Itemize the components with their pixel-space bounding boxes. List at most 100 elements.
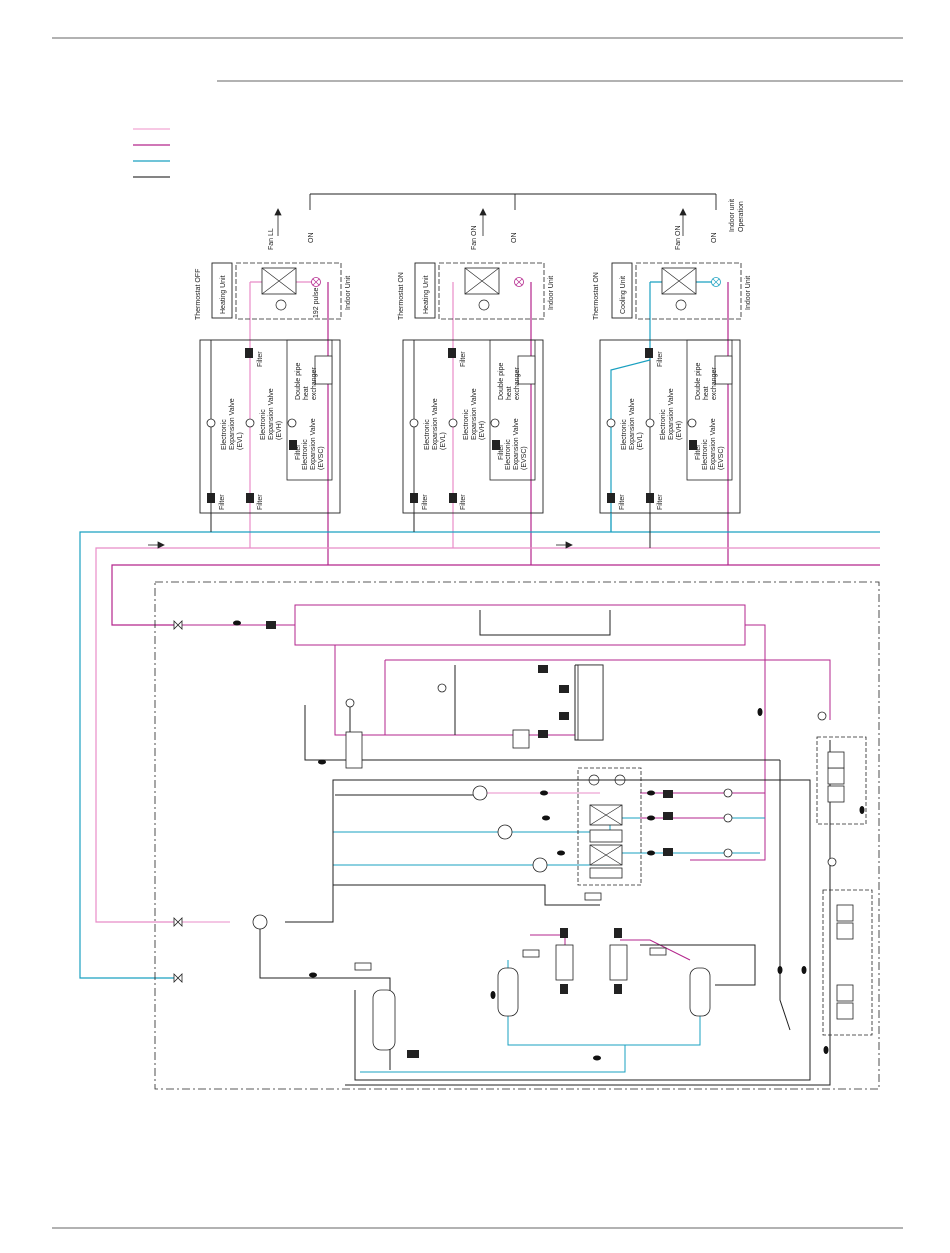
stop-valve-icon <box>173 917 183 927</box>
coil-unit-label: Heating Unit <box>423 275 430 314</box>
indoor-unit-label: Indoor Unit <box>345 276 352 310</box>
operation-label: ON <box>511 233 518 244</box>
evh-valve-icon <box>448 418 458 428</box>
thermostat-label: Thermostat ON <box>593 272 600 320</box>
outdoor-expansion-valves <box>345 683 837 867</box>
dphx-label: heat <box>506 386 513 400</box>
pulse-label: 192 pulse <box>313 288 320 318</box>
dphx-label: Double pipe <box>295 363 302 400</box>
fan-label: Fan ON <box>471 225 478 250</box>
indoor-unit-label: Indoor Unit <box>548 276 555 310</box>
filter-label: Filter <box>460 351 467 367</box>
four-way-valve-icon <box>472 785 488 801</box>
bs-box <box>199 339 341 514</box>
evh-label: (EVH) <box>276 421 283 440</box>
double-pipe-hx-icon <box>517 355 536 385</box>
double-pipe-hx-icon <box>714 355 733 385</box>
filter-label: Filter <box>695 444 702 460</box>
filter-icon <box>448 348 456 358</box>
evl-label: Expansion Valve <box>432 398 439 450</box>
filter-icon <box>410 493 418 503</box>
evsc-valve-icon <box>287 418 297 428</box>
hx-unit <box>577 664 604 741</box>
pressure-sensors <box>354 892 667 971</box>
operation-label-line-2: Operation <box>738 201 745 232</box>
flow-arrows <box>148 541 573 549</box>
operation-label: ON <box>308 233 315 244</box>
indoor-unit-box <box>235 262 342 320</box>
outdoor-unit-boundary <box>154 581 880 1090</box>
small-vessel <box>512 729 530 749</box>
filter-icon <box>645 348 653 358</box>
evl-label: (EVL) <box>237 432 244 450</box>
aux-boxes <box>816 736 873 1036</box>
filter-label: Filter <box>460 494 467 510</box>
filter-icon <box>245 348 253 358</box>
legend <box>133 128 170 178</box>
operation-bus <box>309 193 717 210</box>
expansion-valve-icon <box>723 848 733 858</box>
expansion-valve-icon <box>345 698 355 708</box>
dphx-label: exchanger <box>514 367 521 400</box>
thermostat-label: Thermostat ON <box>398 272 405 320</box>
mode-box <box>414 262 436 319</box>
evl-label: Electronic <box>424 419 431 450</box>
oil-separator-2 <box>609 944 628 981</box>
outdoor-fan-icon <box>614 774 626 786</box>
expansion-valve-icon <box>437 683 447 693</box>
dphx-label: heat <box>303 386 310 400</box>
outdoor-filters <box>266 621 673 1058</box>
filter-icon <box>289 440 297 450</box>
evsc-label: Expansion Valve <box>310 418 317 470</box>
stop-valve-icon <box>173 620 183 630</box>
fan-label: Fan LL <box>268 228 275 250</box>
four-way-valves <box>252 785 548 930</box>
evsc-label: Expansion Valve <box>513 418 520 470</box>
evsc-label: Expansion Valve <box>710 418 717 470</box>
evl-label: Expansion Valve <box>629 398 636 450</box>
filter-label: Filter <box>619 494 626 510</box>
evh-valve-icon <box>645 418 655 428</box>
evsc-label: Electronic <box>302 439 309 470</box>
liquid-receiver <box>345 731 363 769</box>
indoor-unit-label: Indoor Unit <box>745 276 752 310</box>
filter-icon <box>246 493 254 503</box>
indoor-unit-box <box>635 262 742 320</box>
operation-label-line-1: Indoor unit <box>729 199 736 232</box>
dphx-label: exchanger <box>311 367 318 400</box>
evl-label: Electronic <box>621 419 628 450</box>
evl-label: (EVL) <box>637 432 644 450</box>
evh-label: Expansion Valve <box>668 388 675 440</box>
outdoor-fan-icon <box>588 774 600 786</box>
compressor-2 <box>689 967 711 1017</box>
evh-label: Expansion Valve <box>268 388 275 440</box>
fan-icon <box>275 299 287 311</box>
indoor-unit-box <box>438 262 545 320</box>
bs-box <box>599 339 741 514</box>
filter-icon <box>207 493 215 503</box>
evh-label: Expansion Valve <box>471 388 478 440</box>
evl-valve-icon <box>409 418 419 428</box>
compressor-1 <box>497 967 519 1017</box>
filter-icon <box>607 493 615 503</box>
evsc-label: (EVSC) <box>318 446 325 470</box>
filter-icon <box>492 440 500 450</box>
filter-label: Filter <box>657 494 664 510</box>
hp-gas-pipe <box>111 564 880 626</box>
filter-icon <box>449 493 457 503</box>
expansion-valve-icon <box>817 711 827 721</box>
thermostat-label: Thermostat OFF <box>195 269 202 320</box>
sensor-dots <box>233 620 865 1061</box>
double-pipe-hx-icon <box>314 355 333 385</box>
stop-valve-icon <box>173 973 183 983</box>
fan-icon <box>675 299 687 311</box>
inner-box <box>286 339 333 481</box>
inner-box <box>489 339 536 481</box>
stop-valves <box>173 620 183 983</box>
evsc-label: (EVSC) <box>718 446 725 470</box>
accumulator <box>372 989 396 1051</box>
evh-label: (EVH) <box>676 421 683 440</box>
evsc-label: Electronic <box>702 439 709 470</box>
oil-separator-1 <box>555 944 574 981</box>
